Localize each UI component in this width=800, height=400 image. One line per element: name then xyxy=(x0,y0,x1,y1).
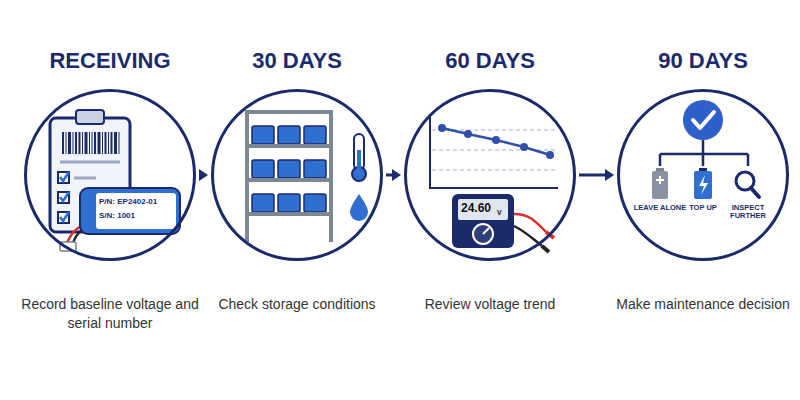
multimeter xyxy=(452,194,554,252)
flow-arrow xyxy=(386,169,401,181)
humidity-drop xyxy=(350,194,368,221)
stage-caption: Make maintenance decision xyxy=(607,295,799,314)
battery-icon-idle xyxy=(652,168,668,199)
stage-caption: Check storage conditions xyxy=(201,295,393,314)
flow-arrow xyxy=(199,169,208,181)
battery-pack xyxy=(60,188,180,251)
stage-heading: 30 DAYS xyxy=(191,48,403,74)
serial-number: S/N: 1001 xyxy=(99,212,175,221)
part-number: P/N: EP2402-01 xyxy=(99,198,175,207)
option-label: INSPECT FURTHER xyxy=(725,204,771,221)
stage-circle: 90 DAYSMake maintenance decision xyxy=(617,89,789,261)
stage-heading: 90 DAYS xyxy=(597,48,800,74)
storage-shelf xyxy=(245,110,333,242)
stage-circle: 30 DAYSCheck storage conditions xyxy=(211,89,383,261)
meter-reading: 24.60 xyxy=(461,202,497,215)
thermometer-icon xyxy=(352,134,366,181)
stage-caption: Record baseline voltage and serial numbe… xyxy=(14,295,206,333)
trend-chart xyxy=(430,116,558,188)
stage-heading: RECEIVING xyxy=(4,48,216,74)
stage-circle: 60 DAYSReview voltage trend xyxy=(404,89,576,261)
battery-icon-charge xyxy=(694,168,712,199)
flow-arrow xyxy=(579,169,614,181)
option-label: TOP UP xyxy=(683,204,723,212)
stage-heading: 60 DAYS xyxy=(384,48,596,74)
magnifier-icon xyxy=(736,172,759,197)
stage-circle: RECEIVINGRecord baseline voltage and ser… xyxy=(24,89,196,261)
meter-unit: V xyxy=(497,209,507,217)
decision-tree xyxy=(660,100,748,166)
stage-caption: Review voltage trend xyxy=(394,295,586,314)
option-label: LEAVE ALONE xyxy=(630,204,690,212)
